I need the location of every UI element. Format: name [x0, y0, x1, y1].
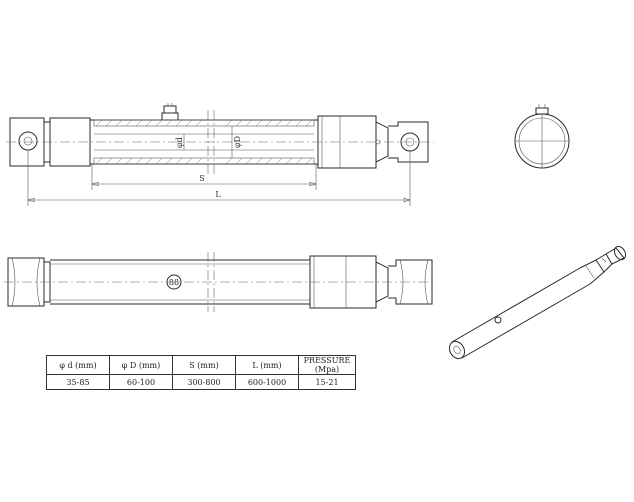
stroke-label: S: [199, 174, 204, 183]
table-row: 35-85 60-100 300-800 600-1000 15-21: [46, 374, 356, 390]
bore-diameter-label: φD: [233, 136, 242, 148]
exterior-view: 88: [4, 252, 436, 312]
left-pin-hole: [18, 131, 38, 151]
left-clevis: [9, 117, 45, 167]
cell-rod-diameter: 35-85: [46, 374, 110, 390]
right-gland: [317, 115, 377, 169]
cell-length: 600-1000: [235, 374, 299, 390]
header-stroke: S (mm): [172, 355, 236, 375]
rod-diameter-label: φd: [175, 137, 184, 148]
end-view: [514, 104, 570, 169]
length-label: L: [215, 190, 221, 199]
port-fitting: [161, 112, 179, 120]
isometric-view: [448, 245, 627, 360]
table-header-row: φ d (mm) φ D (mm) S (mm) L (mm) PRESSURE…: [46, 355, 356, 375]
cell-stroke: 300-800: [172, 374, 236, 390]
left-end-cap: [49, 117, 91, 167]
header-pressure: PRESSURE (Mpa): [298, 355, 356, 375]
header-bore-diameter: φ D (mm): [109, 355, 173, 375]
cell-bore-diameter: 60-100: [109, 374, 173, 390]
port-mark-label: 88: [169, 278, 179, 287]
cell-pressure: 15-21: [298, 374, 356, 390]
spec-table: φ d (mm) φ D (mm) S (mm) L (mm) PRESSURE…: [46, 355, 356, 390]
header-rod-diameter: φ d (mm): [46, 355, 110, 375]
header-length: L (mm): [235, 355, 299, 375]
sectional-view: φd φD S L: [6, 103, 434, 206]
